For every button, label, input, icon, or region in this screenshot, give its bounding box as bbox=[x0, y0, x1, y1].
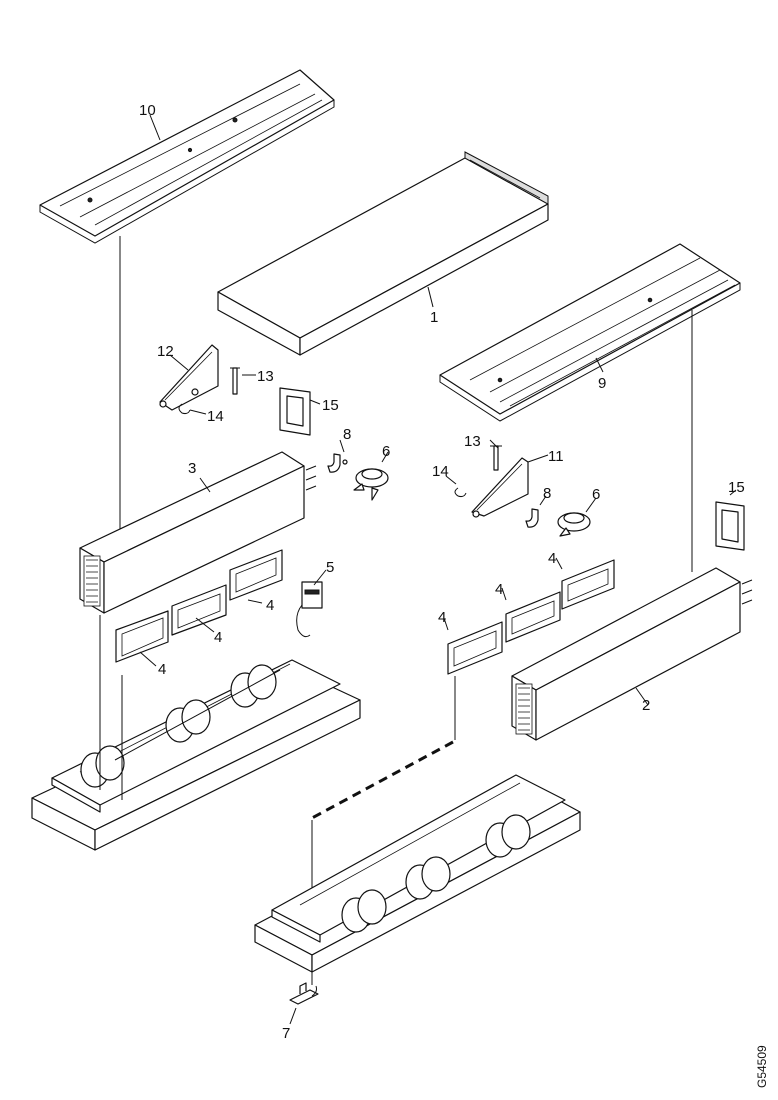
callout-3: 3 bbox=[188, 460, 196, 477]
blower-wheel-4 bbox=[341, 889, 387, 933]
part-9-tray bbox=[439, 243, 741, 422]
dashed-path-upper bbox=[311, 740, 454, 820]
callout-13-left: 13 bbox=[257, 368, 274, 385]
callout-4-c: 4 bbox=[266, 597, 274, 614]
part-4-filter-b bbox=[171, 584, 227, 636]
callout-11: 11 bbox=[548, 448, 564, 465]
part-6-knob-left bbox=[353, 468, 389, 501]
callout-12: 12 bbox=[157, 343, 174, 360]
part-5-connector bbox=[296, 581, 323, 638]
blower-wheel-1 bbox=[80, 745, 125, 788]
callout-9: 9 bbox=[598, 375, 606, 392]
callout-14-right: 14 bbox=[432, 463, 449, 480]
callout-6-right: 6 bbox=[592, 486, 600, 503]
blower-wheel-3 bbox=[230, 664, 277, 708]
part-11-bracket bbox=[471, 457, 529, 518]
part-4-filter-a bbox=[115, 610, 169, 663]
part-8-hook-left bbox=[327, 453, 348, 473]
blower-wheel-6 bbox=[485, 814, 531, 858]
callout-labels: 10 1 9 12 13 14 15 8 6 3 4 4 4 5 13 11 1… bbox=[139, 102, 745, 1042]
part-4-filter-d bbox=[447, 621, 503, 675]
part-14-clip-left bbox=[178, 403, 191, 415]
callout-7: 7 bbox=[282, 1025, 290, 1042]
callout-6-left: 6 bbox=[382, 443, 390, 460]
part-4-filter-f bbox=[561, 559, 615, 610]
callout-4-a: 4 bbox=[158, 661, 166, 678]
callout-13-right: 13 bbox=[464, 433, 481, 450]
part-4-filter-c bbox=[229, 549, 283, 601]
part-14-clip-right bbox=[454, 487, 467, 498]
part-7-clip bbox=[289, 982, 319, 1005]
callout-4-b: 4 bbox=[214, 629, 222, 646]
callout-leaders bbox=[139, 114, 737, 1025]
callout-4-e: 4 bbox=[495, 581, 503, 598]
left-blower-base bbox=[31, 659, 361, 851]
callout-2: 2 bbox=[642, 697, 650, 714]
callout-4-f: 4 bbox=[548, 550, 556, 567]
callout-15-right: 15 bbox=[728, 479, 745, 496]
part-6-knob-right bbox=[557, 512, 591, 537]
right-blower-base bbox=[254, 774, 581, 973]
callout-14-left: 14 bbox=[207, 408, 224, 425]
part-2-housing bbox=[511, 567, 753, 741]
blower-wheel-5 bbox=[405, 856, 451, 900]
part-15-frame-left bbox=[279, 387, 311, 436]
callout-8-left: 8 bbox=[343, 426, 351, 443]
part-12-bracket bbox=[159, 344, 219, 411]
part-10-tray bbox=[39, 69, 335, 244]
part-8-hook-right bbox=[525, 508, 539, 528]
callout-15-left: 15 bbox=[322, 397, 339, 414]
part-13-pin-left bbox=[230, 367, 240, 395]
callout-5: 5 bbox=[326, 559, 334, 576]
part-3-housing bbox=[79, 451, 317, 614]
figure-code: G54509 bbox=[755, 1045, 769, 1088]
callout-8-right: 8 bbox=[543, 485, 551, 502]
callout-4-d: 4 bbox=[438, 609, 446, 626]
part-15-frame-right bbox=[715, 501, 745, 551]
part-4-filter-e bbox=[505, 591, 561, 643]
part-13-pin-right bbox=[490, 445, 502, 471]
part-1-cover bbox=[217, 151, 549, 356]
callout-10: 10 bbox=[139, 102, 156, 119]
callout-1: 1 bbox=[430, 309, 438, 326]
